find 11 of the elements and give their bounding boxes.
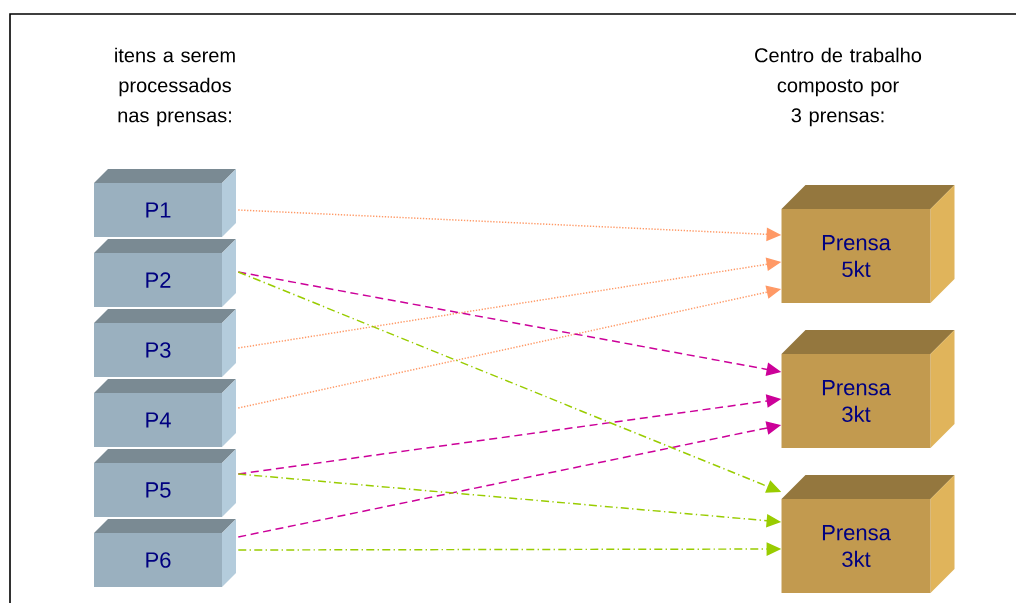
heading: itens a serem processados nas prensas: [115,47,235,127]
heading: Centro de trabalho composto por 3 prensas: [755,47,922,127]
item-box: P3 [94,309,236,377]
item-box: P2 [94,239,236,307]
press-box: Prensa 3kt [781,475,955,593]
press-box: Prensa 3kt [781,330,955,448]
item-box: P1 [94,169,236,237]
press-box: Prensa 5kt [781,185,955,303]
item-box: P5 [94,449,236,517]
item-box: P4 [94,379,236,447]
item-box: P6 [94,519,236,587]
